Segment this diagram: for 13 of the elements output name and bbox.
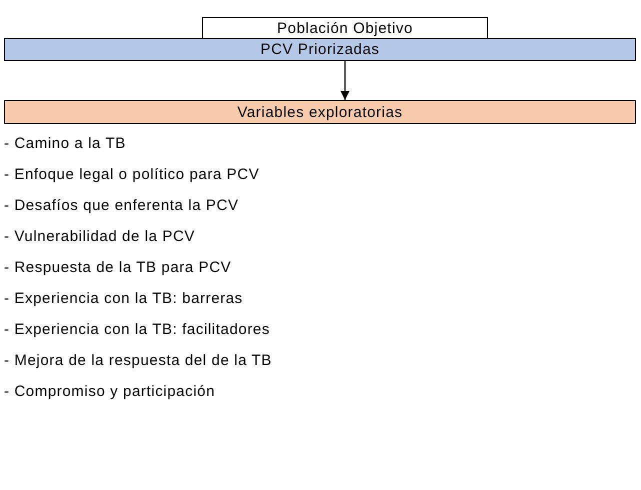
title-box: Población Objetivo xyxy=(202,17,488,39)
list-item: - Enfoque legal o político para PCV xyxy=(4,166,260,183)
list-item: - Experiencia con la TB: facilitadores xyxy=(4,321,270,338)
list-item: - Mejora de la respuesta del de la TB xyxy=(4,352,272,369)
list-item: - Vulnerabilidad de la PCV xyxy=(4,228,195,245)
list-item: - Compromiso y participación xyxy=(4,383,216,400)
list-item: - Experiencia con la TB: barreras xyxy=(4,290,243,307)
header-bar: PCV Priorizadas xyxy=(4,38,636,61)
list-item: - Respuesta de la TB para PCV xyxy=(4,259,232,276)
header-bar: Variables exploratorias xyxy=(4,100,636,124)
list-item: - Desafíos que enferenta la PCV xyxy=(4,197,239,214)
arrow xyxy=(340,61,350,100)
list-item: - Camino a la TB xyxy=(4,135,126,152)
